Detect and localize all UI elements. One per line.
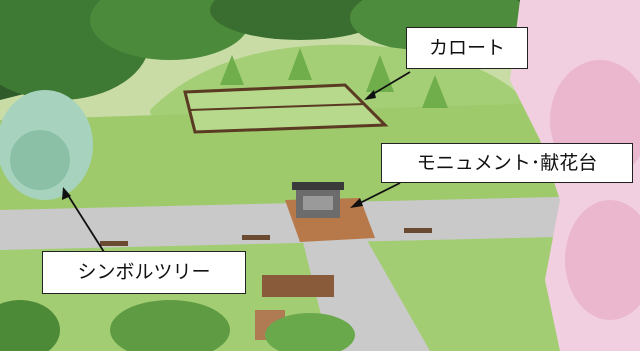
fence-rail [189, 103, 366, 111]
bench [100, 241, 128, 246]
symbol-tree-canopy [10, 130, 70, 190]
cherry-blossom-canopy [565, 200, 640, 320]
monument-roof [292, 182, 344, 190]
arrowhead [350, 198, 363, 208]
bench [242, 235, 270, 240]
monument-arrow [355, 182, 401, 206]
gazebo-roof [262, 275, 334, 297]
shrub [265, 313, 355, 351]
arrowhead [62, 187, 71, 200]
tree-canopy [210, 0, 390, 40]
bench [404, 228, 432, 233]
arrowhead [364, 90, 376, 100]
symbol-tree-arrow [65, 191, 105, 253]
tree-canopy [90, 0, 250, 60]
monument-label: モニュメント･献花台 [381, 143, 633, 183]
small-tree [366, 55, 394, 92]
shrub [0, 300, 60, 351]
small-tree [288, 48, 312, 80]
karoto-arrow [367, 71, 411, 98]
lawn-upper [0, 100, 640, 215]
small-tree [422, 75, 448, 108]
karoto-enclosure [183, 83, 389, 134]
symbol-tree-label: シンボルツリー [42, 251, 246, 294]
shrub [110, 300, 230, 351]
flower-altar [303, 196, 333, 210]
karoto-label: カロート [406, 27, 528, 69]
small-tree [220, 55, 244, 85]
